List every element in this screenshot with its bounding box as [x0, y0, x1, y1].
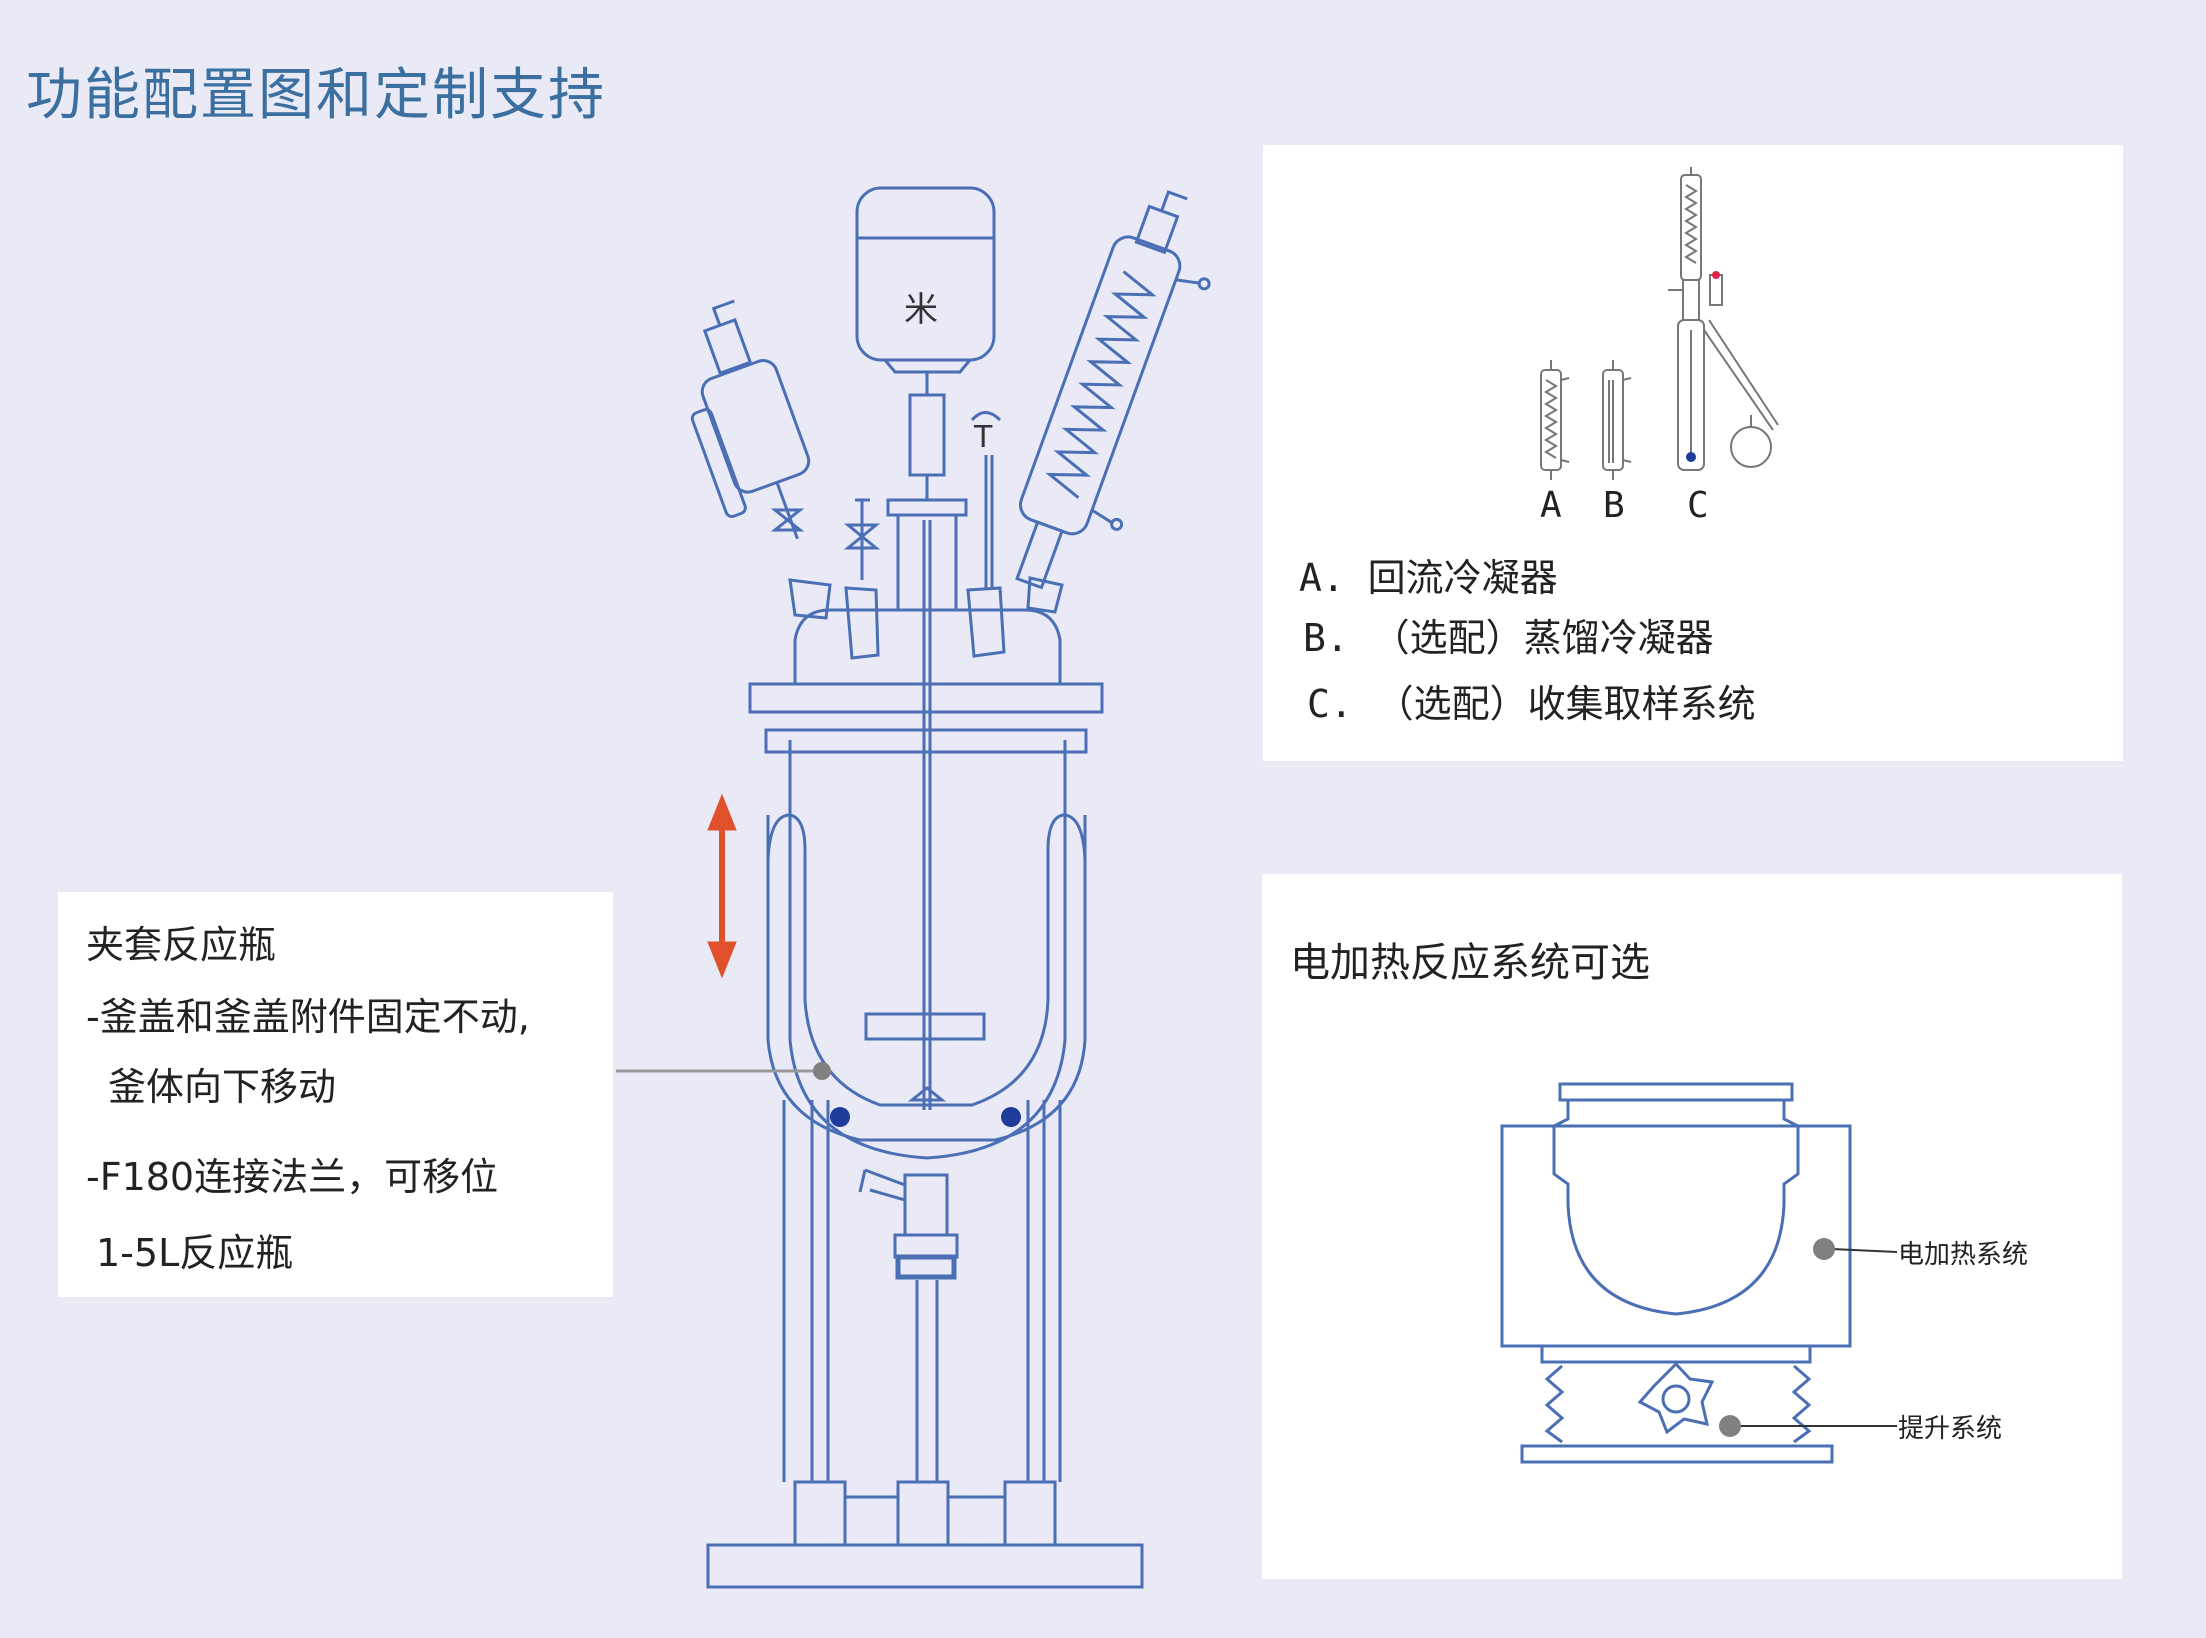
electric-heading: 电加热反应系统可选 [1290, 940, 1650, 986]
jacket-line-1: -釜盖和釜盖附件固定不动, [86, 995, 530, 1039]
jacket-heading: 夹套反应瓶 [86, 923, 277, 967]
label-b: B [1603, 485, 1625, 526]
item-a: A. 回流冷凝器 [1299, 556, 1558, 600]
condenser-illustration [1540, 167, 1779, 480]
thermometer-symbol: T [974, 420, 993, 455]
jacket-line-2: 釜体向下移动 [108, 1065, 337, 1109]
label-lift-system: 提升系统 [1898, 1414, 2003, 1444]
label-c: C [1687, 485, 1709, 526]
jacket-line-4: 1-5L反应瓶 [96, 1231, 294, 1275]
item-b: B. （选配）蒸馏冷凝器 [1303, 616, 1714, 660]
motor-symbol: 米 [904, 290, 938, 330]
jacket-panel: 夹套反应瓶 -釜盖和釜盖附件固定不动, 釜体向下移动 -F180连接法兰，可移位… [58, 892, 613, 1297]
electric-heating-panel: 电加热反应系统可选 电加热系统 提升系统 [1262, 874, 2122, 1579]
base-plate [706, 1543, 1144, 1589]
item-c: C. （选配）收集取样系统 [1307, 682, 1756, 726]
label-heating-system: 电加热系统 [1898, 1240, 2029, 1270]
condenser-panel: A B C A. 回流冷凝器 B. （选配）蒸馏冷凝器 C. （选配）收集取样系… [1263, 145, 2123, 761]
heating-illustration [1500, 1082, 1898, 1464]
jacket-line-3: -F180连接法兰，可移位 [86, 1155, 499, 1199]
page-title: 功能配置图和定制支持 [26, 63, 606, 128]
label-a: A [1540, 485, 1562, 526]
